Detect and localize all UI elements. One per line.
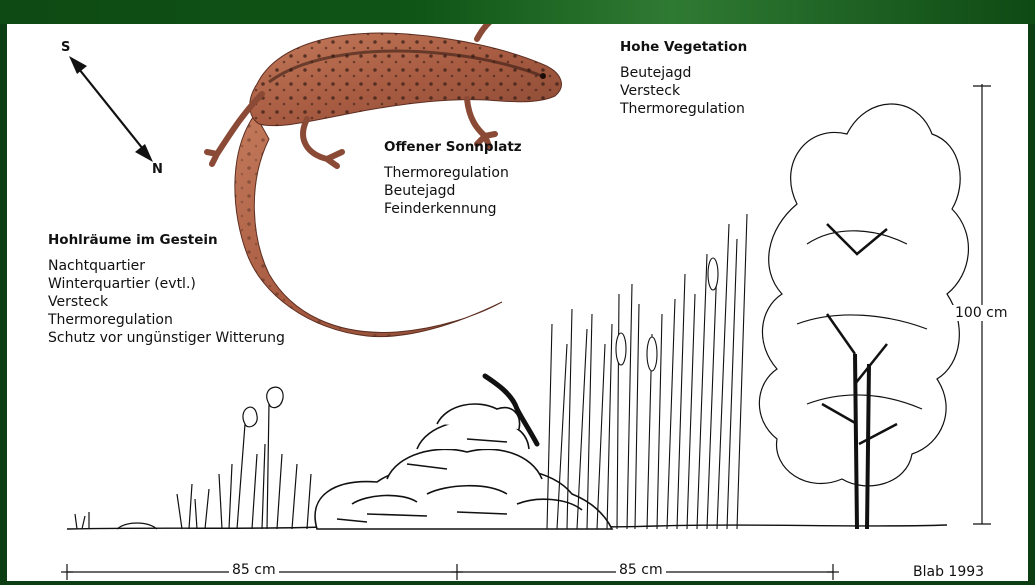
small-plants [75,387,311,529]
list-item: Nachtquartier [48,257,285,275]
section-title: Hohe Vegetation [620,38,747,56]
section-title: Offener Sonnplatz [384,138,522,156]
width-right-label: 85 cm [616,562,666,578]
list-item: Beutejagd [620,64,747,82]
diagram-canvas: S N Hohe Vegetation Beutejagd Versteck T… [7,24,1028,581]
credit: Blab 1993 [913,564,984,580]
height-label: 100 cm [952,305,1011,321]
section-hohlraeume: Hohlräume im Gestein Nachtquartier Winte… [48,231,285,347]
list-item: Thermoregulation [620,100,747,118]
list-item: Thermoregulation [384,164,522,182]
list-item: Schutz vor ungünstiger Witterung [48,329,285,347]
section-title: Hohlräume im Gestein [48,231,285,249]
list-item: Winterquartier (evtl.) [48,275,285,293]
list-item: Feinderkennung [384,200,522,218]
list-item: Thermoregulation [48,311,285,329]
reeds [547,214,747,529]
section-vegetation: Hohe Vegetation Beutejagd Versteck Therm… [620,38,747,118]
compass-arrow-icon [69,56,153,162]
list-item: Beutejagd [384,182,522,200]
compass-north-label: N [152,162,163,177]
section-sonnplatz: Offener Sonnplatz Thermoregulation Beute… [384,138,522,218]
shrub [759,104,968,529]
height-dimension [973,84,991,524]
list-item: Versteck [620,82,747,100]
compass-south-label: S [61,40,70,55]
title-bar [0,0,1035,24]
width-left-label: 85 cm [229,562,279,578]
list-item: Versteck [48,293,285,311]
width-dimension [61,564,839,580]
